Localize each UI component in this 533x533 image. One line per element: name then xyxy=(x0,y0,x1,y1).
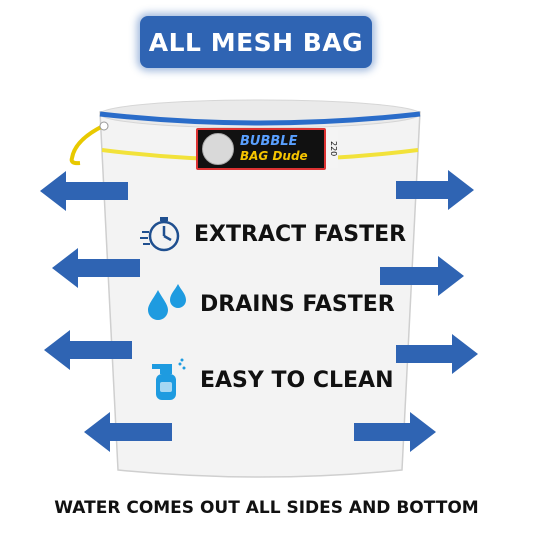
title-banner: ALL MESH BAG xyxy=(140,16,372,68)
feature-label: EXTRACT FASTER xyxy=(194,221,407,247)
feature-label: EASY TO CLEAN xyxy=(200,367,394,393)
logo-line-1: BUBBLE xyxy=(240,134,298,149)
arrow-right-4 xyxy=(354,412,436,452)
title-text: ALL MESH BAG xyxy=(148,27,364,57)
arrow-left-2 xyxy=(52,248,140,288)
right-arrows xyxy=(354,170,478,452)
arrow-left-3 xyxy=(44,330,132,370)
feature-drains-faster: DRAINS FASTER xyxy=(146,282,395,326)
micron-size: 220 xyxy=(326,130,338,168)
spray-bottle-icon xyxy=(152,358,186,400)
brand-logo: BUBBLE BAG Dude 220 xyxy=(196,128,338,170)
feature-label: DRAINS FASTER xyxy=(200,291,395,317)
arrow-right-3 xyxy=(396,334,478,374)
drawstring-grommet xyxy=(99,121,109,131)
feature-easy-to-clean: EASY TO CLEAN xyxy=(146,358,394,402)
arrow-right-1 xyxy=(396,170,474,210)
arrow-left-1 xyxy=(40,171,128,211)
water-drops-icon xyxy=(148,284,186,320)
bottom-caption: WATER COMES OUT ALL SIDES AND BOTTOM xyxy=(54,498,479,518)
left-arrows xyxy=(40,171,172,452)
arrow-right-2 xyxy=(380,256,464,296)
blue-rim xyxy=(99,111,421,126)
drawstring-cord xyxy=(69,124,104,166)
logo-line-2: BAG Dude xyxy=(240,149,308,163)
stopwatch-icon xyxy=(140,217,180,252)
mascot-face-icon xyxy=(202,133,234,165)
feature-extract-faster: EXTRACT FASTER xyxy=(140,212,406,256)
arrow-left-4 xyxy=(84,412,172,452)
